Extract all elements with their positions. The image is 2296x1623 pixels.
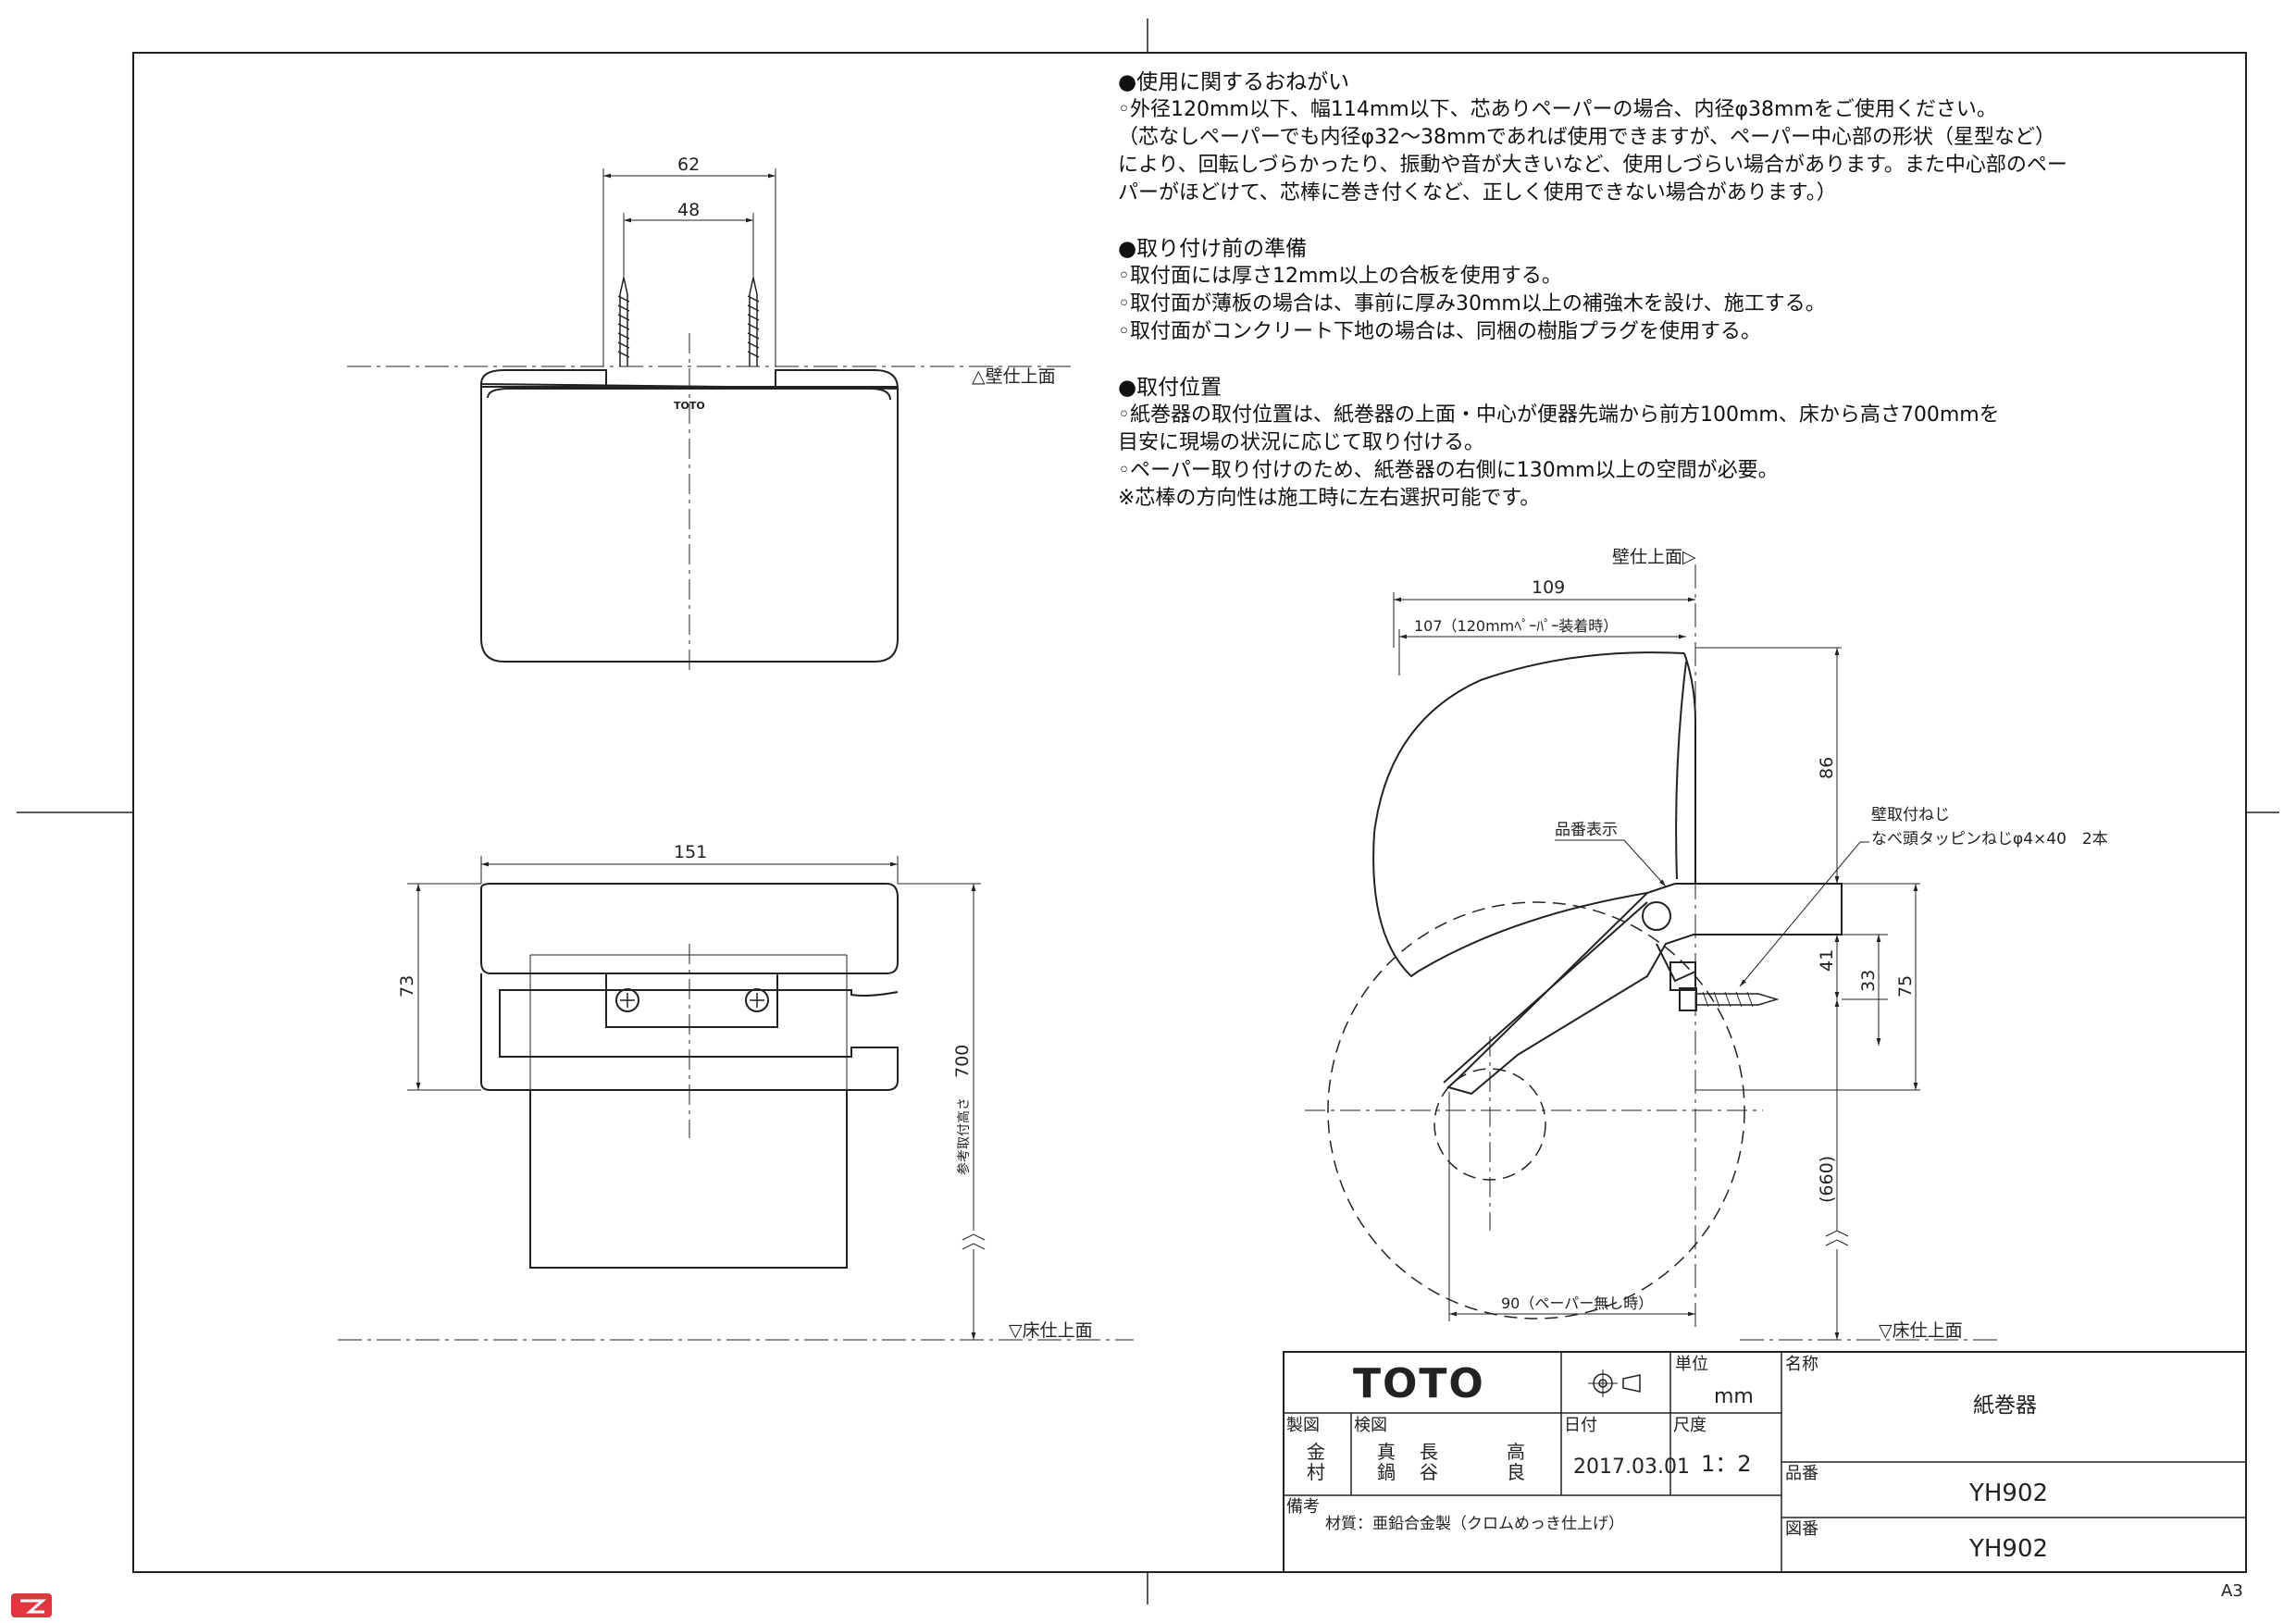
plate-screw-left-icon: [615, 988, 639, 1012]
position-heading: ●取付位置: [1118, 376, 1222, 400]
side-part-no-label: 品番表示: [1555, 821, 1618, 839]
prep-heading: ●取り付け前の準備: [1118, 237, 1308, 261]
usage-heading: ●使用に関するおねがい: [1118, 70, 1350, 94]
projection-symbol-icon: [1588, 1369, 1641, 1397]
front-floor-label: ▽床仕上面: [1009, 1320, 1093, 1341]
scale-label: 尺度: [1673, 1416, 1706, 1435]
side-floor-label: ▽床仕上面: [1879, 1320, 1963, 1341]
title-block: [1283, 1351, 2247, 1573]
side-screw-label-1: 壁取付ねじ: [1871, 806, 1950, 824]
corner-logo-icon: [11, 1593, 52, 1617]
position-line-2: 目安に現場の状況に応じて取り付ける。: [1118, 431, 1485, 454]
scale-value: 1：2: [1701, 1451, 1752, 1477]
usage-line-2: （芯なしペーパーでも内径φ32～38mmであれば使用できますが、ペーパー中心部の…: [1118, 126, 2055, 149]
top-view: [347, 168, 1074, 675]
side-view: [1305, 564, 1999, 1341]
front-view: [338, 856, 1134, 1341]
side-dim-33: 33: [1858, 970, 1879, 992]
side-dim-75: 75: [1895, 975, 1916, 997]
side-dim-41: 41: [1817, 949, 1837, 972]
product-no-value: YH902: [1968, 1480, 2048, 1507]
usage-line-1: ◦外径120mm以下、幅114mm以下、芯ありペーパーの場合、内径φ38mmをご…: [1118, 98, 1997, 121]
drawn-value-2: 村: [1307, 1461, 1325, 1483]
checked-label: 検図: [1354, 1416, 1387, 1435]
position-line-1: ◦紙巻器の取付位置は、紙巻器の上面・中心が便器先端から前方100mm、床から高さ…: [1118, 403, 2000, 427]
checked-2a: 長: [1420, 1441, 1438, 1463]
plate-screw-right-icon: [745, 988, 769, 1012]
front-dim-151: 151: [674, 842, 707, 862]
usage-line-4: パーがほどけて、芯棒に巻き付くなど、正しく使用できない場合があります。）: [1118, 181, 1837, 204]
top-dim-48: 48: [677, 200, 700, 220]
drawn-value-1: 金: [1307, 1441, 1325, 1463]
front-dim-700: 700: [952, 1045, 973, 1078]
name-value: 紙巻器: [1973, 1394, 2037, 1418]
prep-line-2: ◦取付面が薄板の場合は、事前に厚み30mm以上の補強木を設け、施工する。: [1118, 292, 1826, 316]
side-screw-label-2: なべ頭タッピンねじφ4×40 2本: [1871, 830, 2108, 849]
date-label: 日付: [1564, 1416, 1597, 1435]
usage-line-3: により、回転しづらかったり、振動や音が大きいなど、使用しづらい場合があります。ま…: [1118, 154, 2067, 177]
side-dim-86: 86: [1817, 757, 1837, 779]
installation-notes: ●使用に関するおねがい ◦外径120mm以下、幅114mm以下、芯ありペーパーの…: [1118, 68, 2256, 513]
unit-value: mm: [1714, 1385, 1754, 1408]
position-line-4: ※芯棒の方向性は施工時に左右選択可能です。: [1118, 487, 1541, 510]
drawn-label: 製図: [1286, 1416, 1320, 1435]
mounting-screw-right: [747, 277, 760, 366]
checked-2b: 谷: [1420, 1461, 1438, 1483]
top-dim-62: 62: [677, 155, 700, 175]
sheet-size-label: A3: [2221, 1581, 2243, 1601]
side-wall-finish-label: 壁仕上面▷: [1612, 547, 1696, 567]
position-line-3: ◦ペーパー取り付けのため、紙巻器の右側に130mm以上の空間が必要。: [1118, 459, 1779, 482]
title-brand-logo: TOTO: [1353, 1360, 1485, 1407]
prep-line-3: ◦取付面がコンクリート下地の場合は、同梱の樹脂プラグを使用する。: [1118, 320, 1761, 343]
drawing-no-value: YH902: [1968, 1535, 2048, 1563]
side-dim-109: 109: [1532, 577, 1565, 598]
top-brand-mark: TOTO: [674, 400, 705, 412]
prep-line-1: ◦取付面には厚さ12mm以上の合板を使用する。: [1118, 265, 1562, 288]
unit-label: 単位: [1675, 1355, 1708, 1374]
checked-1b: 鍋: [1377, 1461, 1396, 1483]
checked-3a: 高: [1507, 1441, 1525, 1463]
name-label: 名称: [1785, 1355, 1818, 1374]
checked-1a: 真: [1377, 1441, 1396, 1463]
front-dim-73: 73: [397, 975, 417, 997]
remarks-value: 材質：亜鉛合金製（クロムめっき仕上げ）: [1325, 1515, 1624, 1533]
top-wall-finish-label: △壁仕上面: [972, 366, 1056, 387]
date-value: 2017.03.01: [1573, 1456, 1690, 1479]
side-dim-107: 107（120mmﾍﾟｰﾊﾟｰ装着時）: [1414, 617, 1618, 635]
remarks-label: 備考: [1286, 1497, 1320, 1517]
drawing-no-label: 図番: [1785, 1519, 1818, 1539]
checked-3b: 良: [1507, 1461, 1525, 1483]
product-no-label: 品番: [1785, 1464, 1818, 1483]
front-ref-height-label: 参考取付高さ: [956, 1097, 972, 1175]
mounting-screw-left: [617, 277, 630, 366]
side-dim-90: 90（ペーパー無し時）: [1501, 1295, 1653, 1312]
side-dim-660: (660): [1817, 1156, 1837, 1203]
sheet-frame: [17, 19, 2279, 1604]
